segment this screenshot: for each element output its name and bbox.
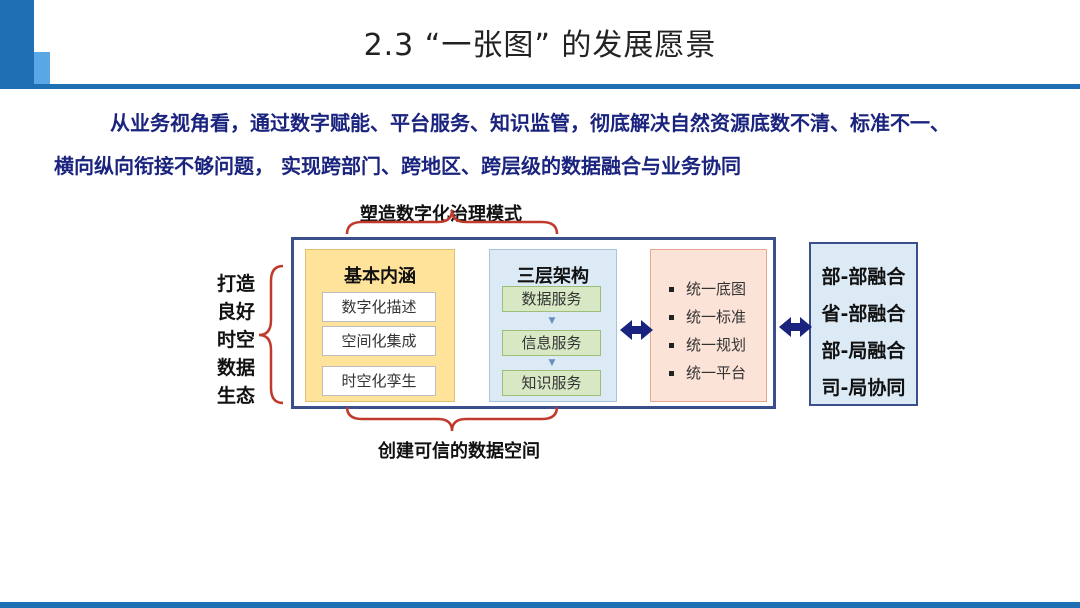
unify-item: 统一规划 xyxy=(669,334,746,355)
three-layer-box: 三层架构 数据服务 ▼ 信息服务 ▼ 知识服务 xyxy=(489,249,617,402)
left-label-line: 生态 xyxy=(216,385,255,407)
unify-item-label: 统一底图 xyxy=(686,280,747,298)
fusion-item: 部-局融合 xyxy=(821,340,906,362)
unify-box: 统一底图 统一标准 统一规划 统一平台 xyxy=(650,249,767,402)
double-arrow-icon xyxy=(620,320,653,340)
left-brace-label: 打造 良好 时空 数据 生态 xyxy=(214,270,258,410)
top-brace-label: 塑造数字化治理模式 xyxy=(360,204,522,225)
fusion-box: 部-部融合 省-部融合 部-局融合 司-局协同 xyxy=(809,242,918,406)
bullet-icon xyxy=(669,343,674,348)
header-accent-bar xyxy=(0,0,34,84)
left-brace xyxy=(258,264,284,405)
left-label-line: 时空 xyxy=(216,329,255,351)
slide-title: 2.3 “一张图” 的发展愿景 xyxy=(363,28,717,63)
left-label-line: 数据 xyxy=(216,357,255,379)
basic-item: 空间化集成 xyxy=(322,326,436,356)
header-divider xyxy=(0,84,1080,89)
three-layer-title: 三层架构 xyxy=(517,266,589,287)
bullet-icon xyxy=(669,315,674,320)
intro-line-2: 横向纵向衔接不够问题， 实现跨部门、跨地区、跨层级的数据融合与业务协同 xyxy=(54,154,741,178)
layer-item: 信息服务 xyxy=(502,330,601,356)
basic-connotation-box: 基本内涵 数字化描述 空间化集成 时空化孪生 xyxy=(305,249,455,402)
layer-item: 知识服务 xyxy=(502,370,601,396)
basic-connotation-title: 基本内涵 xyxy=(344,266,416,287)
bottom-brace xyxy=(345,406,559,432)
basic-item: 数字化描述 xyxy=(322,292,436,322)
bottom-brace-label: 创建可信的数据空间 xyxy=(378,441,540,462)
footer-divider xyxy=(0,602,1080,608)
unify-item-label: 统一标准 xyxy=(686,308,747,326)
unify-item-label: 统一平台 xyxy=(686,364,747,382)
down-arrow-icon: ▼ xyxy=(548,358,556,368)
fusion-item: 部-部融合 xyxy=(821,266,906,288)
fusion-item: 司-局协同 xyxy=(821,377,906,399)
left-label-line: 打造 xyxy=(216,273,255,295)
layer-item: 数据服务 xyxy=(502,286,601,312)
unify-item: 统一平台 xyxy=(669,362,746,383)
basic-item: 时空化孪生 xyxy=(322,366,436,396)
unify-item: 统一底图 xyxy=(669,278,746,299)
bullet-icon xyxy=(669,287,674,292)
unify-item-label: 统一规划 xyxy=(686,336,747,354)
down-arrow-icon: ▼ xyxy=(548,316,556,326)
header-accent-block xyxy=(34,52,50,84)
bullet-icon xyxy=(669,371,674,376)
top-brace xyxy=(345,209,559,235)
unify-item: 统一标准 xyxy=(669,306,746,327)
left-label-line: 良好 xyxy=(216,301,255,323)
double-arrow-icon xyxy=(779,317,812,337)
intro-line-1: 从业务视角看，通过数字赋能、平台服务、知识监管，彻底解决自然资源底数不清、标准不… xyxy=(110,111,950,135)
fusion-item: 省-部融合 xyxy=(821,303,906,325)
